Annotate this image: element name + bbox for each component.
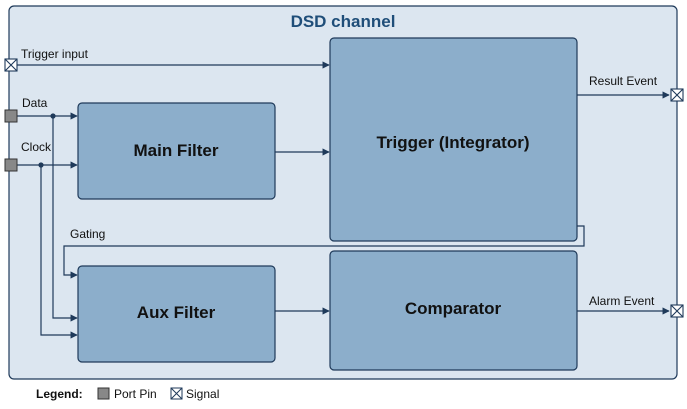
legend-port-pin-icon (97, 387, 110, 400)
trigger-input-signal-icon (4, 58, 18, 72)
comparator-label: Comparator (405, 299, 502, 318)
result-event-signal-icon (670, 88, 684, 102)
trigger-label: Trigger (Integrator) (376, 133, 529, 152)
comparator-block: Comparator (329, 250, 578, 371)
alarm-event-label: Alarm Event (589, 294, 655, 308)
gating-label: Gating (70, 227, 105, 241)
aux-filter-block: Aux Filter (77, 265, 276, 363)
aux-filter-label: Aux Filter (137, 303, 216, 322)
main-filter-label: Main Filter (133, 141, 218, 160)
main-filter-block: Main Filter (77, 102, 276, 200)
data-junction (50, 113, 56, 119)
data-branch-wire (52, 116, 78, 322)
result-event-label: Result Event (589, 74, 658, 88)
legend: Legend: Port Pin Signal (36, 387, 219, 401)
clock-port-pin-icon (4, 158, 18, 172)
legend-port-pin-label: Port Pin (114, 387, 157, 401)
data-port-pin-icon (4, 109, 18, 123)
clock-label: Clock (21, 140, 52, 154)
clock-junction (38, 162, 44, 168)
trigger-input-label: Trigger input (21, 47, 89, 61)
trigger-block: Trigger (Integrator) (329, 37, 578, 242)
legend-label: Legend: (36, 387, 83, 401)
diagram-title: DSD channel (291, 12, 396, 31)
clock-branch-wire (40, 165, 78, 339)
alarm-event-signal-icon (670, 304, 684, 318)
legend-signal-label: Signal (186, 387, 219, 401)
gating-wire (63, 225, 585, 279)
data-label: Data (22, 96, 48, 110)
